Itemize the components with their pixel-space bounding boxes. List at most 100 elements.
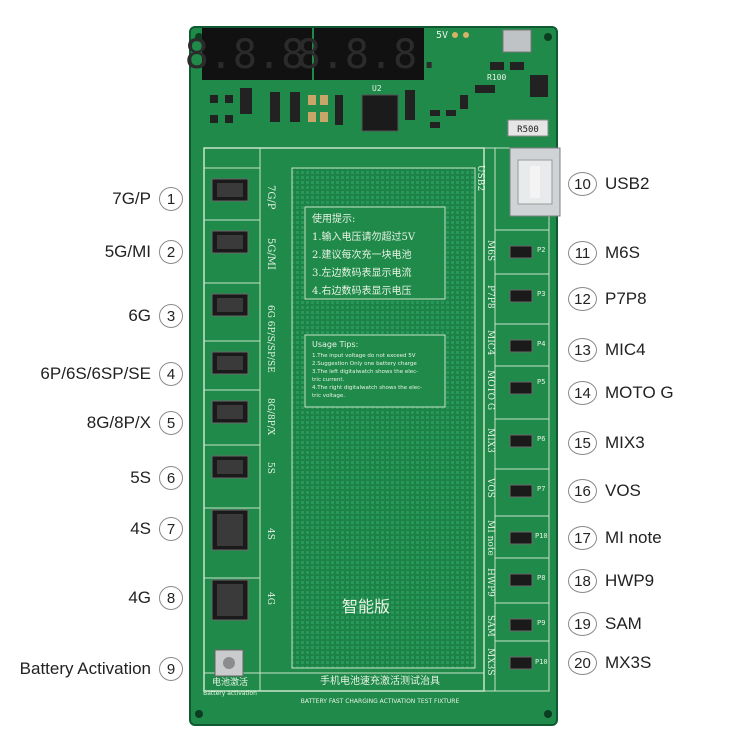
connector-pins <box>217 460 243 474</box>
slot-label-4s: 4S <box>265 528 275 540</box>
callout-number: 14 <box>568 381 597 405</box>
callout-4: 6P/6S/6SP/SE 4 <box>0 359 183 389</box>
board-label-minote: MI note <box>485 520 495 556</box>
svg-text:P3: P3 <box>537 290 545 298</box>
callout-7: 4S 7 <box>0 514 183 544</box>
callout-16: 16 VOS <box>568 476 641 506</box>
svg-text:P5: P5 <box>537 378 545 386</box>
callout-label: MI note <box>605 528 662 547</box>
callout-label: 5S <box>130 468 151 487</box>
callout-label: 4S <box>130 519 151 538</box>
battery-connector <box>509 531 533 545</box>
svg-text:U2: U2 <box>372 84 382 93</box>
callout-8: 4G 8 <box>0 583 183 613</box>
board-label-m6s: M6S <box>485 240 495 261</box>
svg-text:R500: R500 <box>517 125 539 135</box>
callout-label: HWP9 <box>605 571 655 590</box>
callout-label: 6G <box>128 306 151 325</box>
callout-number: 16 <box>568 479 597 503</box>
callout-13: 13 MIC4 <box>568 335 646 365</box>
svg-text:P6: P6 <box>537 435 545 443</box>
callout-3: 6G 3 <box>0 301 183 331</box>
slot-label-6g: 6G 6P/S/SP/SE <box>265 305 275 373</box>
callout-label: MIC4 <box>605 340 646 359</box>
svg-text:tric voltage.: tric voltage. <box>312 393 345 399</box>
slot-label-5s: 5S <box>265 462 275 474</box>
callout-number: 8 <box>159 586 183 610</box>
callout-number: 20 <box>568 651 597 675</box>
callout-label: 5G/MI <box>104 242 151 261</box>
svg-text:8.8.8.: 8.8.8. <box>185 32 330 78</box>
callout-number: 10 <box>568 172 597 196</box>
slot-label-7gp: 7G/P <box>265 185 276 210</box>
battery-connector <box>509 656 533 670</box>
svg-text:5V: 5V <box>436 30 448 41</box>
callout-label: 4G <box>128 588 151 607</box>
board-label-mic4: MIC4 <box>485 330 495 356</box>
callout-11: 11 M6S <box>568 238 640 268</box>
svg-text:P8: P8 <box>537 574 545 582</box>
svg-text:P10: P10 <box>535 532 548 540</box>
callout-number: 3 <box>159 304 183 328</box>
controller-chip: U2 <box>361 84 399 132</box>
battery-connector <box>509 381 533 395</box>
callout-number: 6 <box>159 466 183 490</box>
connector-pins <box>217 514 243 546</box>
connector-pins <box>217 405 243 419</box>
connector-pins <box>217 298 243 312</box>
tips-cn-box: 使用提示: 1.输入电压请勿超过5V 2.建议每次充一块电池 3.左边数码表显示… <box>304 206 446 300</box>
callout-17: 17 MI note <box>568 523 662 553</box>
callout-14: 14 MOTO G <box>568 378 674 408</box>
callout-label: 8G/8P/X <box>86 413 151 432</box>
battery-connector <box>509 289 533 303</box>
svg-text:P7: P7 <box>537 485 545 493</box>
callout-19: 19 SAM <box>568 609 642 639</box>
callout-number: 15 <box>568 431 597 455</box>
callout-number: 12 <box>568 287 597 311</box>
battery-connector <box>509 618 533 632</box>
callout-label: M6S <box>605 243 640 262</box>
board-label-motog: MOTO G <box>485 370 495 410</box>
activation-label-en: Battery activation <box>203 690 257 697</box>
svg-text:P2: P2 <box>537 246 545 254</box>
callout-label: MIX3 <box>605 433 645 452</box>
board-label-mix3: MIX3 <box>485 428 495 453</box>
svg-text:4.The right digitalwatch shows: 4.The right digitalwatch shows the elec- <box>312 385 422 391</box>
svg-text:R100: R100 <box>487 73 506 82</box>
callout-number: 7 <box>159 517 183 541</box>
callout-2: 5G/MI 2 <box>0 237 183 267</box>
battery-connector <box>509 339 533 353</box>
battery-activation-button[interactable] <box>214 649 244 677</box>
callout-label: 6P/6S/6SP/SE <box>40 364 151 383</box>
callout-number: 2 <box>159 240 183 264</box>
svg-text:4.右边数码表显示电压: 4.右边数码表显示电压 <box>312 284 412 297</box>
usb2-board-label: USB2 <box>475 165 485 191</box>
slot-label-8g: 8G/8P/X <box>265 398 275 436</box>
callout-12: 12 P7P8 <box>568 284 647 314</box>
callout-label: P7P8 <box>605 289 647 308</box>
svg-text:tric current.: tric current. <box>312 377 345 383</box>
callout-number: 1 <box>159 187 183 211</box>
connector-pins <box>217 183 243 197</box>
activation-label-cn: 电池激活 <box>212 676 248 688</box>
right-slots <box>495 229 549 670</box>
usb2-port[interactable] <box>509 147 561 217</box>
battery-connector <box>509 573 533 587</box>
board-label-mx3s: MX3S <box>485 648 495 676</box>
callout-label: SAM <box>605 614 642 633</box>
svg-text:P9: P9 <box>537 619 545 627</box>
callout-label: MOTO G <box>605 383 674 402</box>
callout-15: 15 MIX3 <box>568 428 645 458</box>
callout-number: 4 <box>159 362 183 386</box>
svg-text:1.输入电压请勿超过5V: 1.输入电压请勿超过5V <box>312 230 416 243</box>
svg-text:2.Suggestion Only one battery: 2.Suggestion Only one battery charge <box>312 361 417 367</box>
callout-number: 13 <box>568 338 597 362</box>
callout-number: 11 <box>568 241 597 265</box>
board-label-vos: VOS <box>485 477 495 498</box>
svg-text:使用提示:: 使用提示: <box>312 212 355 225</box>
svg-text:P10: P10 <box>535 658 548 666</box>
callout-6: 5S 6 <box>0 463 183 493</box>
callout-10: 10 USB2 <box>568 169 649 199</box>
svg-text:3.The left digitalwatch shows: 3.The left digitalwatch shows the elec- <box>312 369 418 375</box>
